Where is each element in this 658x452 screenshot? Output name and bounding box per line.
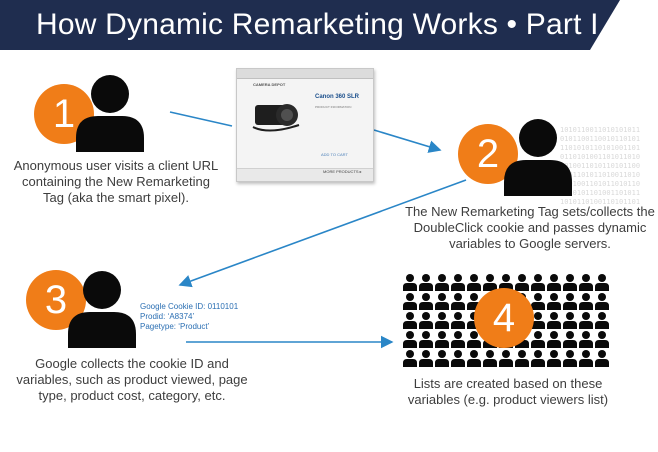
crowd-person-icon bbox=[579, 350, 593, 367]
crowd-person-icon bbox=[563, 350, 577, 367]
person-silhouette-icon bbox=[68, 271, 136, 348]
binary-pattern: 1010110011010101011 0101100110010110101 … bbox=[560, 126, 641, 206]
prodid-line: Prodid: ‘A8374’ bbox=[140, 312, 195, 321]
step-2-caption: The New Remarketing Tag sets/collects th… bbox=[405, 204, 655, 251]
crowd-person-icon bbox=[467, 274, 481, 291]
crowd-person-icon bbox=[595, 293, 609, 310]
crowd-person-icon bbox=[563, 312, 577, 329]
crowd-person-icon bbox=[419, 350, 433, 367]
crowd-person-icon bbox=[419, 274, 433, 291]
crowd-person-icon bbox=[435, 331, 449, 348]
cookie-variables: Google Cookie ID: 0110101 Prodid: ‘A8374… bbox=[140, 302, 238, 332]
crowd-person-icon bbox=[435, 274, 449, 291]
crowd-person-icon bbox=[483, 350, 497, 367]
browser-toolbar bbox=[237, 69, 373, 79]
camera-icon bbox=[252, 104, 300, 132]
arrow-step1-to-browser bbox=[169, 111, 233, 127]
mockup-footer bbox=[237, 168, 373, 181]
mockup-more-products: MORE PRODUCTS ▸ bbox=[323, 169, 362, 174]
crowd-person-icon bbox=[515, 274, 529, 291]
crowd-person-icon bbox=[451, 350, 465, 367]
mockup-site-name: CAMERA DEPOT bbox=[253, 82, 286, 87]
crowd-person-icon bbox=[579, 331, 593, 348]
page-title: How Dynamic Remarketing Works • Part I bbox=[36, 8, 599, 41]
crowd-person-icon bbox=[547, 331, 561, 348]
crowd-person-icon bbox=[499, 350, 513, 367]
crowd-person-icon bbox=[515, 350, 529, 367]
crowd-person-icon bbox=[563, 331, 577, 348]
step-2-badge: 2 bbox=[458, 124, 518, 184]
person-silhouette-icon bbox=[504, 119, 572, 196]
crowd-person-icon bbox=[435, 312, 449, 329]
arrow-browser-to-step2 bbox=[373, 129, 442, 153]
crowd-person-icon bbox=[467, 331, 481, 348]
crowd-person-icon bbox=[579, 312, 593, 329]
crowd-person-icon bbox=[531, 312, 545, 329]
crowd-person-icon bbox=[595, 274, 609, 291]
crowd-person-icon bbox=[563, 274, 577, 291]
step-3-caption: Google collects the cookie ID and variab… bbox=[16, 356, 248, 403]
crowd-person-icon bbox=[531, 350, 545, 367]
crowd-person-icon bbox=[579, 274, 593, 291]
crowd-person-icon bbox=[419, 312, 433, 329]
crowd-person-icon bbox=[419, 293, 433, 310]
crowd-person-icon bbox=[531, 331, 545, 348]
mockup-product-title: Canon 360 SLR bbox=[315, 94, 360, 100]
mockup-add-to-cart: ADD TO CART bbox=[321, 152, 348, 157]
crowd-person-icon bbox=[451, 312, 465, 329]
product-page-mockup: CAMERA DEPOT Canon 360 SLR PRODUCT INFOR… bbox=[236, 68, 374, 182]
crowd-person-icon bbox=[595, 331, 609, 348]
crowd-person-icon bbox=[419, 331, 433, 348]
crowd-person-icon bbox=[547, 312, 561, 329]
crowd-person-icon bbox=[435, 293, 449, 310]
step-4-badge: 4 bbox=[474, 288, 534, 348]
crowd-person-icon bbox=[547, 293, 561, 310]
title-banner: How Dynamic Remarketing Works • Part I bbox=[0, 0, 620, 50]
crowd-person-icon bbox=[451, 274, 465, 291]
crowd-person-icon bbox=[547, 274, 561, 291]
arrow-step2-to-step3 bbox=[178, 179, 467, 288]
crowd-person-icon bbox=[595, 312, 609, 329]
crowd-person-icon bbox=[403, 350, 417, 367]
crowd-person-icon bbox=[403, 312, 417, 329]
crowd-person-icon bbox=[547, 350, 561, 367]
crowd-person-icon bbox=[403, 293, 417, 310]
crowd-person-icon bbox=[579, 293, 593, 310]
person-silhouette-icon bbox=[76, 75, 144, 152]
crowd-person-icon bbox=[435, 350, 449, 367]
crowd-person-icon bbox=[403, 331, 417, 348]
mockup-product-info: PRODUCT INFORMATION bbox=[315, 105, 352, 109]
crowd-person-icon bbox=[595, 350, 609, 367]
crowd-person-icon bbox=[451, 293, 465, 310]
crowd-person-icon bbox=[531, 293, 545, 310]
crowd-person-icon bbox=[563, 293, 577, 310]
crowd-person-icon bbox=[403, 274, 417, 291]
pagetype-line: Pagetype: ‘Product’ bbox=[140, 322, 210, 331]
step-4-caption: Lists are created based on these variabl… bbox=[407, 376, 609, 407]
crowd-person-icon bbox=[531, 274, 545, 291]
crowd-person-icon bbox=[451, 331, 465, 348]
cookie-id-line: Google Cookie ID: 0110101 bbox=[140, 302, 239, 311]
crowd-person-icon bbox=[467, 350, 481, 367]
step-1-badge: 1 bbox=[34, 84, 94, 144]
step-1-caption: Anonymous user visits a client URL conta… bbox=[13, 158, 219, 205]
